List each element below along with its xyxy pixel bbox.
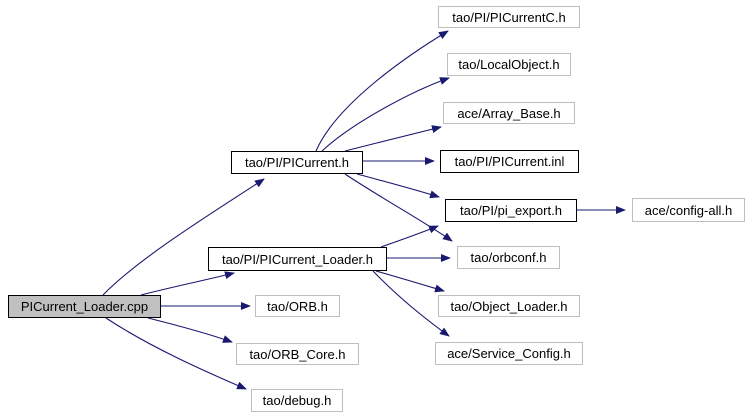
node-tao-pi-picurrent-loader-h[interactable]: tao/PI/PICurrent_Loader.h <box>208 247 387 271</box>
node-label: tao/Object_Loader.h <box>450 298 568 314</box>
edge-tao-pi-picurrent-loader-h-to-ace-service-config-h <box>372 270 450 337</box>
node-label: ace/config-all.h <box>644 202 733 218</box>
node-tao-pi-picurrent-inl[interactable]: tao/PI/PICurrent.inl <box>440 150 579 173</box>
node-tao-localobject-h: tao/LocalObject.h <box>447 53 571 76</box>
node-label: ace/Array_Base.h <box>457 105 561 121</box>
node-tao-debug-h: tao/debug.h <box>251 389 343 412</box>
edge-picurrent-loader-cpp-to-tao-debug-h <box>105 317 247 390</box>
edge-tao-pi-picurrent-h-to-ace-array-base-h <box>344 125 442 152</box>
node-tao-orb-h: tao/ORB.h <box>255 295 340 317</box>
edge-tao-pi-picurrent-h-to-tao-orbconf-h <box>344 173 453 242</box>
node-label: PICurrent_Loader.cpp <box>20 299 149 314</box>
node-label: tao/PI/pi_export.h <box>460 203 562 218</box>
node-tao-pi-picurrent-h[interactable]: tao/PI/PICurrent.h <box>231 151 363 174</box>
edge-tao-pi-picurrent-h-to-tao-pi-pi-export-h <box>356 173 440 199</box>
node-tao-pi-pi-export-h[interactable]: tao/PI/pi_export.h <box>445 199 577 222</box>
node-label: tao/PI/PICurrent_Loader.h <box>221 251 374 267</box>
node-label: tao/ORB.h <box>267 298 328 314</box>
node-label: tao/debug.h <box>262 393 332 408</box>
node-label: tao/ORB_Core.h <box>249 346 346 362</box>
node-tao-object-loader-h: tao/Object_Loader.h <box>438 295 580 317</box>
node-tao-pi-picurrentc-h: tao/PI/PICurrentC.h <box>438 6 580 28</box>
node-ace-array-base-h: ace/Array_Base.h <box>443 102 575 124</box>
node-tao-orb-core-h: tao/ORB_Core.h <box>236 343 359 365</box>
node-label: tao/PI/PICurrent.h <box>244 155 350 170</box>
edge-tao-pi-picurrent-loader-h-to-tao-pi-pi-export-h <box>380 225 439 248</box>
node-label: ace/Service_Config.h <box>447 346 571 361</box>
node-tao-orbconf-h: tao/orbconf.h <box>457 246 560 269</box>
node-picurrent-loader-cpp: PICurrent_Loader.cpp <box>8 295 161 318</box>
edge-picurrent-loader-cpp-to-tao-orb-core-h <box>147 317 233 343</box>
edge-picurrent-loader-cpp-to-tao-pi-picurrent-h <box>102 178 265 296</box>
edge-tao-pi-picurrent-loader-h-to-tao-object-loader-h <box>375 270 445 293</box>
node-label: tao/LocalObject.h <box>458 57 560 72</box>
node-label: tao/PI/PICurrentC.h <box>452 9 566 25</box>
edge-picurrent-loader-cpp-to-tao-pi-picurrent-loader-h <box>140 271 235 296</box>
node-label: tao/PI/PICurrent.inl <box>454 154 565 169</box>
node-ace-config-all-h: ace/config-all.h <box>632 198 745 222</box>
node-label: tao/orbconf.h <box>470 250 547 265</box>
edge-tao-pi-picurrent-h-to-tao-localobject-h <box>321 77 450 152</box>
node-ace-service-config-h: ace/Service_Config.h <box>435 342 583 365</box>
edge-tao-pi-picurrent-h-to-tao-pi-picurrentc-h <box>315 30 449 152</box>
